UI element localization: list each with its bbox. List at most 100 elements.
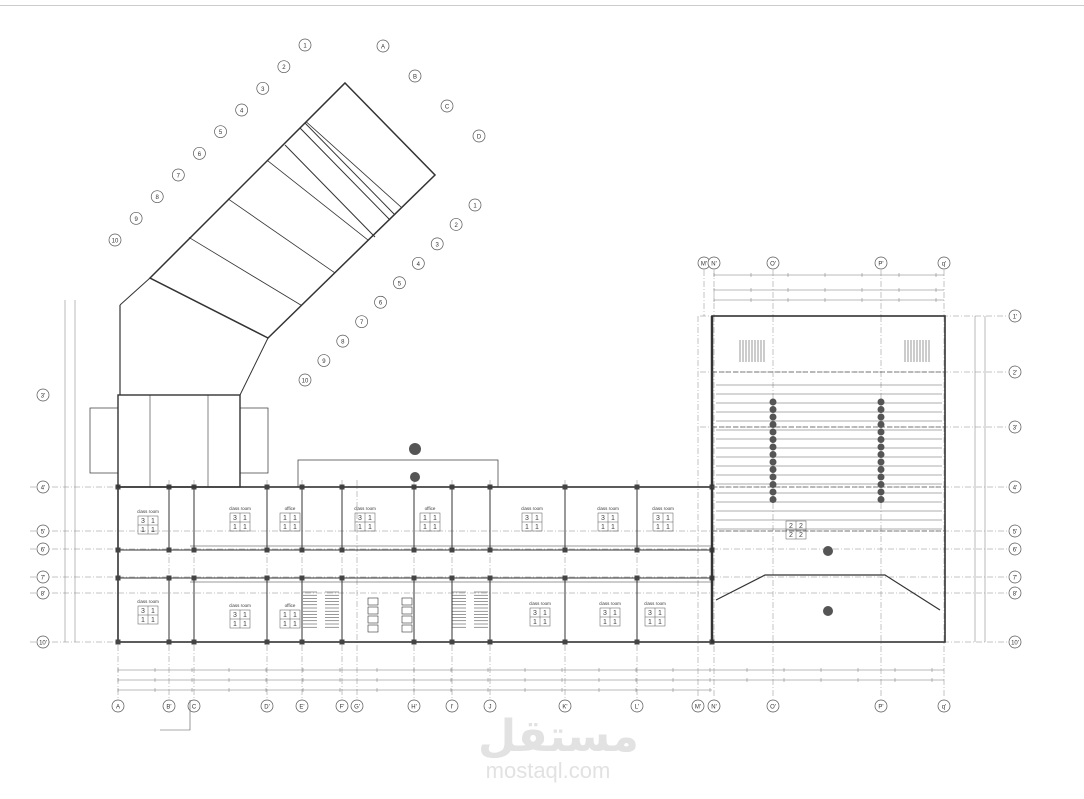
rotated-partition: [188, 237, 302, 306]
aisle-light: [769, 466, 777, 473]
grid-bubble-wing: 1: [298, 38, 312, 52]
grid-bubble-circle: [707, 256, 721, 270]
column: [115, 547, 121, 553]
grid-bubble-bottom: K': [558, 699, 572, 713]
room-tag-number: 2: [799, 523, 803, 530]
grid-bubble-bottom: P': [874, 699, 888, 713]
grid-bubble-circle: [298, 38, 312, 52]
room-label: class room: [529, 601, 551, 606]
grid-bubble-bottom: I': [445, 699, 459, 713]
column: [299, 639, 305, 645]
room-tag-number: 1: [151, 518, 155, 525]
grid-bubble-bottom: E': [295, 699, 309, 713]
aisle-light: [877, 413, 885, 421]
toilet-fixture: [367, 624, 379, 633]
room-tag-number: 3: [233, 515, 237, 522]
grid-bubble-label: 8': [41, 592, 45, 598]
grid-bubble-left: 3': [36, 388, 50, 402]
level-marker: [823, 546, 833, 556]
grid-bubble-circle: [355, 315, 369, 329]
grid-bubble-wing: 6: [193, 146, 206, 160]
aisle-light: [877, 466, 885, 473]
aisle-light: [769, 496, 777, 503]
grid-bubble-circle: [445, 699, 459, 713]
column: [411, 547, 417, 553]
grid-bubble-label: E': [299, 705, 304, 711]
aisle-light: [877, 488, 885, 496]
grid-bubble-circle: [408, 69, 422, 83]
room-tag-number: 1: [358, 524, 362, 531]
room-tag-number: 1: [603, 619, 607, 626]
room-label: class room: [652, 506, 674, 511]
grid-bubble-circle: [430, 237, 444, 251]
column: [487, 575, 493, 581]
column: [264, 575, 270, 581]
column: [411, 639, 417, 645]
toilet-fixture: [401, 624, 413, 633]
watermark-logo: مستقل mostaql.com: [478, 715, 639, 783]
grid-bubble-label: 9: [134, 217, 138, 223]
room-label: class room: [137, 509, 159, 514]
grid-bubble-label: 6': [41, 548, 45, 554]
grid-bubble-wing: 4: [411, 256, 425, 270]
grid-bubble-label: L': [635, 705, 639, 711]
grid-bubble-circle: [111, 699, 125, 713]
room-tag-number: 1: [666, 524, 670, 531]
room-label: class room: [354, 506, 376, 511]
room-tag-number: 1: [423, 524, 427, 531]
column: [339, 639, 345, 645]
column: [487, 639, 493, 645]
grid-bubble-label: O': [770, 262, 776, 268]
aisle-light: [769, 481, 777, 488]
grid-bubble-circle: [187, 699, 201, 713]
grid-bubble-wing: 8: [150, 190, 164, 204]
room-tag-number: 1: [658, 619, 662, 626]
grid-bubble-label: 1: [473, 204, 477, 210]
column: [411, 575, 417, 581]
grid-bubble-circle: [766, 699, 780, 713]
grid-bubble-wing: 9: [317, 354, 331, 367]
room-label: class room: [599, 601, 621, 606]
grid-bubble-bottom: A: [111, 699, 125, 713]
grid-bubble-wing: 8: [336, 334, 350, 348]
toilet-fixture: [401, 606, 413, 615]
grid-bubble-top: O': [766, 256, 780, 270]
grid-bubble-circle: [376, 39, 390, 53]
grid-bubble-right: 5': [1008, 524, 1022, 538]
room-tag-number: 3: [601, 515, 605, 522]
grid-bubble-label: 6': [1013, 548, 1017, 554]
grid-bubble-label: B: [413, 75, 417, 81]
grid-bubble-circle: [193, 146, 206, 160]
watermark-latin: mostaql.com: [485, 758, 611, 783]
room-tag-number: 1: [613, 619, 617, 626]
grid-bubble-label: 5: [398, 281, 402, 287]
room-tag-number: 2: [799, 532, 803, 539]
level-marker: [823, 606, 833, 616]
wall: [239, 337, 269, 396]
grid-bubble-label: A: [381, 45, 385, 51]
rotated-partition: [305, 121, 402, 208]
grid-bubble-label: 8: [341, 340, 345, 346]
grid-bubble-circle: [440, 99, 454, 113]
room-label: class room: [229, 506, 251, 511]
room-tag-number: 2: [789, 523, 793, 530]
grid-bubble-wing: 4: [235, 103, 249, 117]
grid-bubble-label: 7: [360, 320, 364, 326]
toilet-fixture: [367, 597, 379, 606]
grid-bubble-label: G': [354, 705, 360, 711]
grid-bubble-circle: [162, 699, 176, 713]
room-tag-number: 1: [648, 619, 652, 626]
grid-bubble-label: 4': [1013, 486, 1017, 492]
grid-bubble-bottom: N': [707, 699, 721, 713]
stage-edge: [715, 574, 941, 611]
grid-bubble-circle: [374, 295, 387, 309]
room-label: class room: [229, 603, 251, 608]
grid-bubble-circle: [1008, 570, 1022, 584]
grid-bubble-label: D: [477, 135, 482, 141]
grid-bubble-circle: [874, 256, 888, 270]
column: [562, 484, 568, 490]
room-tag-number: 1: [368, 524, 372, 531]
grid-bubble-circle: [449, 218, 463, 231]
grid-bubble-wing: B: [408, 69, 422, 83]
grid-bubble-circle: [108, 233, 122, 247]
